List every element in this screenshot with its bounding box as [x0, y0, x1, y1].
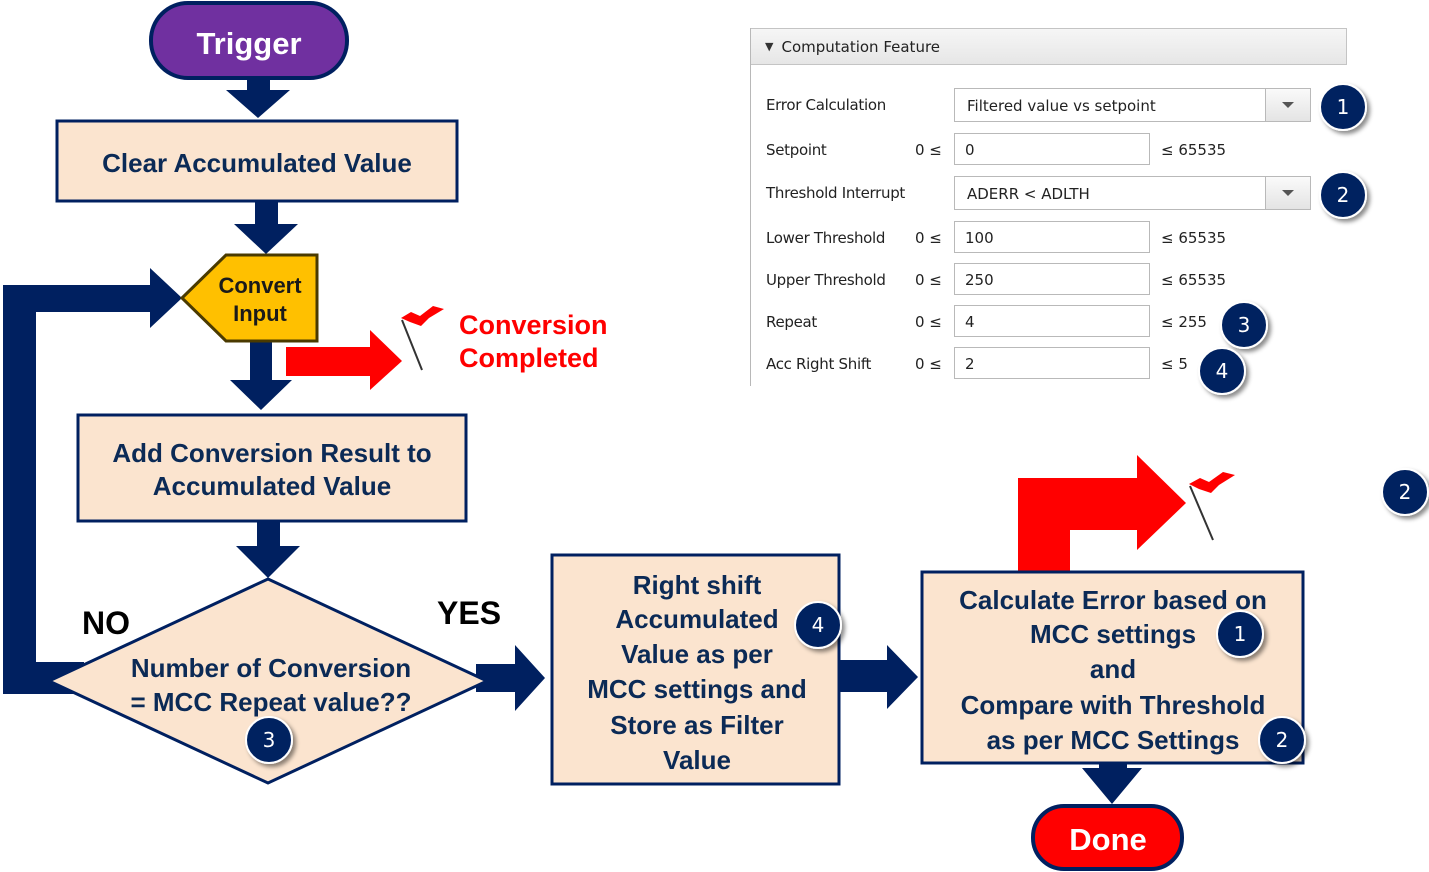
arrow-yes [476, 645, 545, 711]
acc-right-shift-label: Acc Right Shift [766, 355, 872, 373]
right-shift-line2: Accumulated [615, 604, 778, 634]
repeat-max: ≤ 255 [1161, 313, 1207, 331]
decision-line2: = MCC Repeat value?? [130, 687, 411, 717]
setpoint-min: 0 ≤ [915, 141, 942, 159]
arrow-no-loop [3, 268, 182, 694]
conversion-completed-arrow [286, 330, 402, 390]
setpoint-input[interactable]: 0 [954, 133, 1150, 165]
svg-text:1: 1 [1234, 622, 1247, 646]
row-repeat: Repeat 0 ≤ 4 ≤ 255 [751, 305, 1347, 339]
badge-2-interrupt: 2 [1381, 468, 1429, 516]
panel-title: Computation Feature [781, 37, 941, 56]
svg-text:2: 2 [1399, 480, 1412, 504]
row-acc-right-shift: Acc Right Shift 0 ≤ 2 ≤ 5 [751, 347, 1347, 381]
trigger-terminator [149, 1, 349, 80]
convert-input-line2: Input [233, 301, 287, 326]
convert-input-shape [179, 253, 319, 343]
svg-text:2: 2 [1276, 728, 1289, 752]
setpoint-max: ≤ 65535 [1161, 141, 1227, 159]
lower-threshold-max: ≤ 65535 [1161, 229, 1227, 247]
chevron-down-icon[interactable] [1265, 89, 1310, 121]
add-result-line2: Accumulated Value [153, 471, 391, 501]
svg-text:3: 3 [263, 728, 276, 752]
badge-4-right-shift: 4 [794, 601, 842, 649]
lower-threshold-label: Lower Threshold [766, 229, 886, 247]
add-result-line1: Add Conversion Result to [112, 438, 431, 468]
badge-1-calc: 1 [1216, 610, 1264, 658]
row-setpoint: Setpoint 0 ≤ 0 ≤ 65535 [751, 133, 1347, 167]
acc-right-shift-input[interactable]: 2 [954, 347, 1150, 379]
decision-line1: Number of Conversion [131, 653, 411, 683]
chevron-down-icon[interactable] [1265, 177, 1310, 209]
repeat-min: 0 ≤ [915, 313, 942, 331]
arrow-calc-to-done [1082, 764, 1142, 804]
upper-threshold-max: ≤ 65535 [1161, 271, 1227, 289]
collapse-triangle-icon[interactable]: ▼ [765, 40, 774, 53]
upper-threshold-label: Upper Threshold [766, 271, 886, 289]
lower-threshold-min: 0 ≤ [915, 229, 942, 247]
acc-right-shift-max: ≤ 5 [1161, 355, 1188, 373]
arrow-shift-to-calc [840, 645, 918, 709]
calc-line3: and [1090, 654, 1136, 684]
no-label: NO [82, 605, 130, 641]
calc-line5: as per MCC Settings [987, 725, 1240, 755]
right-shift-box [550, 553, 841, 786]
arrow-trigger-to-clear [226, 78, 290, 118]
threshold-interrupt-label: Threshold Interrupt [766, 184, 906, 202]
right-shift-line4: MCC settings and [587, 674, 807, 704]
threshold-interrupt-value: ADERR < ADLTH [967, 185, 1090, 203]
convert-input-line1: Convert [218, 273, 302, 298]
badge-2-calc: 2 [1258, 716, 1306, 764]
computation-feature-panel: ▼ Computation Feature Error Calculation … [750, 28, 1347, 386]
arrow-convert-to-add [230, 341, 292, 410]
flag-icon [1189, 472, 1235, 541]
setpoint-label: Setpoint [766, 141, 827, 159]
done-label: Done [1069, 822, 1147, 857]
svg-text:4: 4 [812, 613, 825, 637]
threshold-interrupt-arrow [1018, 455, 1186, 572]
row-threshold-interrupt: Threshold Interrupt ADERR < ADLTH [751, 176, 1347, 210]
decision-diamond [45, 577, 491, 785]
error-calculation-select[interactable]: Filtered value vs setpoint [954, 88, 1311, 122]
yes-label: YES [437, 595, 501, 631]
panel-header[interactable]: ▼ Computation Feature [751, 28, 1347, 65]
right-shift-line1: Right shift [633, 570, 762, 600]
right-shift-line5: Store as Filter [610, 710, 783, 740]
trigger-label: Trigger [196, 26, 301, 61]
conversion-completed-line2: Completed [459, 343, 599, 373]
row-lower-threshold: Lower Threshold 0 ≤ 100 ≤ 65535 [751, 221, 1347, 255]
arrow-add-to-decision [236, 521, 300, 578]
calc-line4: Compare with Threshold [961, 690, 1266, 720]
row-upper-threshold: Upper Threshold 0 ≤ 250 ≤ 65535 [751, 263, 1347, 297]
row-error-calculation: Error Calculation Filtered value vs setp… [751, 88, 1347, 122]
error-calculation-label: Error Calculation [766, 96, 886, 114]
arrow-clear-to-convert [234, 201, 298, 254]
lower-threshold-input[interactable]: 100 [954, 221, 1150, 253]
right-shift-line3: Value as per [621, 639, 773, 669]
badge-3-decision: 3 [245, 716, 293, 764]
conversion-completed-line1: Conversion [459, 310, 608, 340]
clear-accumulated-box [55, 119, 459, 203]
threshold-interrupt-select[interactable]: ADERR < ADLTH [954, 176, 1311, 210]
acc-right-shift-min: 0 ≤ [915, 355, 942, 373]
calc-line2: MCC settings [1030, 619, 1196, 649]
flag-icon [401, 306, 444, 371]
add-result-box [76, 413, 468, 523]
done-terminator [1031, 804, 1184, 871]
calculate-error-box [920, 570, 1305, 765]
upper-threshold-input[interactable]: 250 [954, 263, 1150, 295]
upper-threshold-min: 0 ≤ [915, 271, 942, 289]
repeat-input[interactable]: 4 [954, 305, 1150, 337]
error-calculation-value: Filtered value vs setpoint [967, 97, 1156, 115]
calc-line1: Calculate Error based on [959, 585, 1267, 615]
repeat-label: Repeat [766, 313, 818, 331]
right-shift-line6: Value [663, 745, 731, 775]
clear-accumulated-label: Clear Accumulated Value [102, 148, 412, 178]
